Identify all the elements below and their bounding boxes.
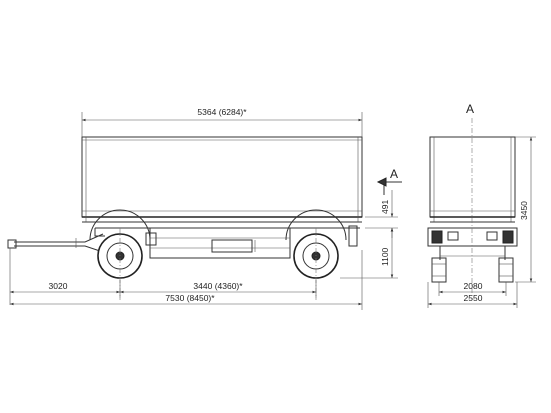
rear-wheels — [431, 257, 514, 283]
dim-overall-length-label: 7530 (8450)* — [165, 293, 215, 303]
drawbar — [7, 233, 104, 253]
dim-rear-height: 3450 — [515, 136, 536, 283]
rear-frame — [427, 227, 518, 260]
dim-drawbar-label: 3020 — [49, 281, 68, 291]
rear-view-label: A — [466, 102, 474, 116]
rear-wheel — [285, 209, 347, 279]
front-wheel — [89, 209, 151, 279]
dim-rear-width-label: 2550 — [464, 293, 483, 303]
rear-light — [348, 225, 358, 247]
dim-rear-height-label: 3450 — [519, 201, 529, 220]
dim-rear-track: 2080 — [438, 281, 507, 296]
dim-vertical: 491 1100 — [340, 190, 398, 279]
tarp-body — [81, 136, 363, 223]
tool-box — [211, 239, 253, 253]
section-marker: A — [376, 167, 402, 195]
rear-body — [429, 136, 516, 223]
dim-platform-height-label: 1100 — [380, 247, 390, 266]
dim-body-length-label: 5364 (6284)* — [197, 107, 247, 117]
dim-wheelbase-label: 3440 (4360)* — [193, 281, 243, 291]
dim-overall-length: 7530 (8450)* — [10, 250, 363, 310]
dim-body-length: 5364 (6284)* — [81, 107, 363, 137]
dim-rear-width: 2550 — [427, 282, 518, 308]
dim-rear-track-label: 2080 — [464, 281, 483, 291]
rear-view: A — [427, 102, 536, 308]
chassis-frame — [94, 225, 360, 259]
dim-frame-height-label: 491 — [380, 200, 390, 214]
section-marker-label: A — [390, 167, 398, 181]
side-view: 5364 (6284)* 3020 3440 (4360)* 7530 (845… — [7, 107, 402, 310]
towing-eye — [7, 239, 17, 249]
dim-row-1: 3020 3440 (4360)* — [9, 248, 317, 305]
